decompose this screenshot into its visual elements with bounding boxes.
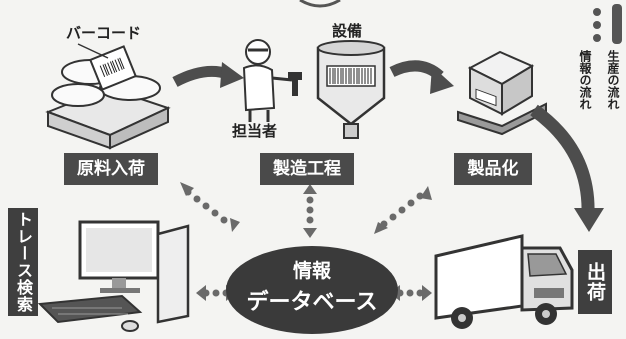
database-ellipse xyxy=(226,246,398,334)
product-illustration xyxy=(457,50,547,136)
equipment-label: 設備 xyxy=(332,22,363,40)
manufacturing-label: 製造工程 xyxy=(260,153,354,185)
raw-materials-illustration xyxy=(45,43,171,150)
operator-illustration xyxy=(242,39,302,122)
database-subtitle: データベース xyxy=(246,290,378,315)
shipping-label: 出荷 xyxy=(578,250,612,314)
legend-production-flow: 生産の流れ xyxy=(606,50,620,110)
barcode-label: バーコード xyxy=(66,24,142,42)
database-title: 情報 xyxy=(292,260,331,282)
trace-search-label: トレース検索 xyxy=(8,208,38,316)
truck-illustration xyxy=(434,234,574,329)
computer-illustration xyxy=(37,220,190,332)
raw-arrival-label: 原料入荷 xyxy=(64,153,158,185)
equipment-illustration xyxy=(316,40,386,139)
productization-label: 製品化 xyxy=(454,153,532,185)
operator-label: 担当者 xyxy=(232,122,278,140)
legend-info-flow: 情報の流れ xyxy=(578,50,592,110)
legend-markers xyxy=(593,4,622,44)
info-flow-arrows xyxy=(180,182,432,301)
